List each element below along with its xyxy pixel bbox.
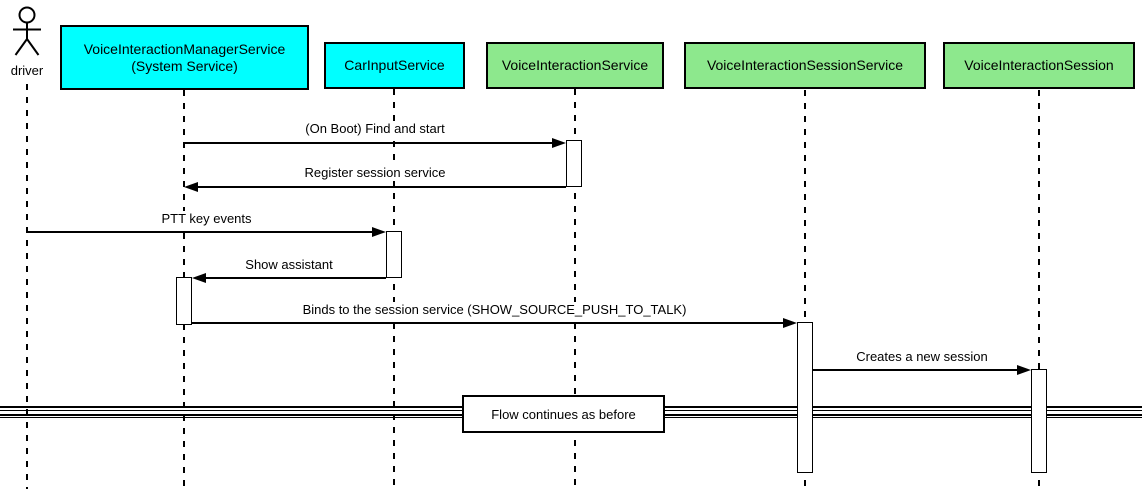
activation-voiceinteractionsessionservice (797, 322, 813, 473)
participant-carinputservice: CarInputService (324, 42, 465, 89)
participant-voiceinteractionmanagerservice: VoiceInteractionManagerService (System S… (60, 25, 309, 90)
message-line (204, 277, 386, 279)
arrowhead-right-icon (372, 226, 386, 237)
lifeline-voiceinteractionsessionservice (804, 90, 806, 489)
participant-label: VoiceInteractionSession (964, 57, 1114, 73)
participant-voiceinteractionservice: VoiceInteractionService (486, 42, 664, 89)
participant-voiceinteractionsessionservice: VoiceInteractionSessionService (684, 42, 926, 89)
arrowhead-right-icon (1017, 364, 1031, 375)
arrowhead-right-icon (783, 317, 797, 328)
message-label: PTT key events (27, 211, 386, 227)
message-line (184, 142, 554, 144)
activation-voiceinteractionservice (566, 140, 582, 187)
participant-label: VoiceInteractionService (501, 57, 649, 73)
message-line (27, 231, 374, 233)
message-line (196, 186, 566, 188)
message-line (813, 369, 1019, 371)
actor-icon (13, 6, 41, 56)
message-label: Register session service (184, 165, 566, 181)
lifeline-voiceinteractionsession (1038, 90, 1040, 489)
activation-carinputservice (386, 231, 402, 278)
arrowhead-left-icon (184, 181, 198, 192)
participant-label: VoiceInteractionSessionService (706, 57, 904, 73)
arrowhead-left-icon (192, 272, 206, 283)
message-label: (On Boot) Find and start (184, 121, 566, 137)
activation-voiceinteractionmanagerservice (176, 277, 192, 325)
lifeline-carinputservice (393, 89, 395, 489)
activation-voiceinteractionsession (1031, 369, 1047, 473)
participant-sublabel: (System Service) (131, 57, 238, 74)
participant-voiceinteractionsession: VoiceInteractionSession (943, 42, 1135, 89)
message-line (192, 322, 785, 324)
actor-label: driver (10, 63, 44, 78)
divider-label: Flow continues as before (491, 406, 636, 422)
divider-label-box: Flow continues as before (462, 395, 665, 433)
message-label: Show assistant (192, 257, 386, 273)
participant-label: VoiceInteractionManagerService (83, 40, 286, 57)
lifeline-driver (26, 84, 28, 489)
message-label: Binds to the session service (SHOW_SOURC… (192, 302, 797, 318)
arrowhead-right-icon (552, 137, 566, 148)
participant-label: CarInputService (344, 57, 445, 73)
lifeline-voiceinteractionservice (574, 89, 576, 489)
message-label: Creates a new session (813, 349, 1031, 365)
